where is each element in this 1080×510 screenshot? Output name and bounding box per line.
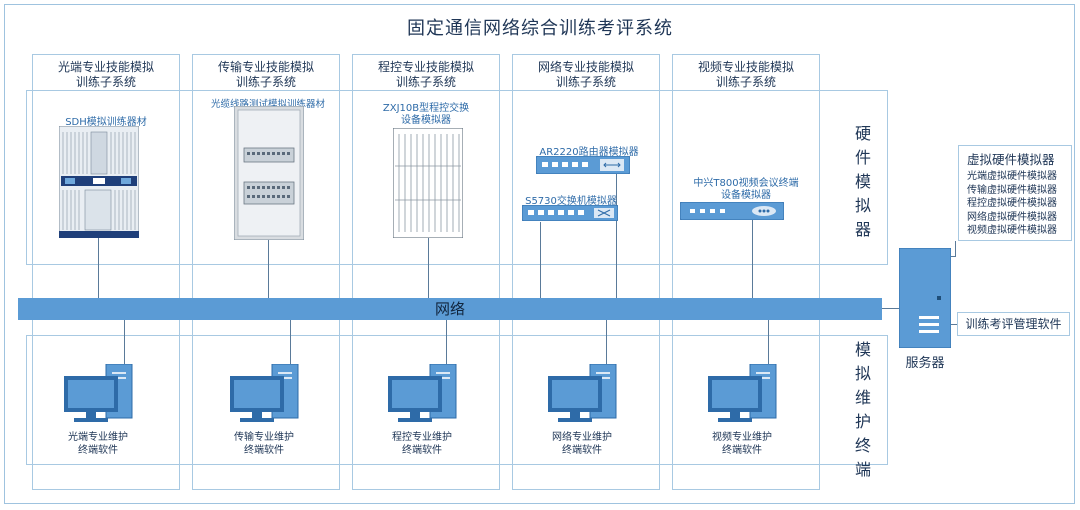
router-icon <box>536 156 630 174</box>
subsystem-column-transmission <box>192 54 340 490</box>
connector-line <box>616 170 617 298</box>
terminal-band-label: 模拟维护终端 <box>854 340 871 479</box>
connector-line <box>124 320 125 366</box>
subsystem-title-video: 视频专业技能模拟训练子系统 <box>697 60 794 89</box>
terminal-label-network: 网络专业维护终端软件 <box>552 432 612 456</box>
connector-line <box>882 308 900 309</box>
virtual-hardware-item: 传输虚拟硬件模拟器 <box>967 184 1057 196</box>
network-bus <box>18 298 882 320</box>
subsystem-title-switching: 程控专业技能模拟训练子系统 <box>377 60 474 89</box>
computer-icon <box>230 364 299 422</box>
network-label: 网络 <box>434 300 465 318</box>
connector-line <box>955 241 956 257</box>
outer-frame <box>4 4 1075 504</box>
terminal-label-optical: 光端专业维护终端软件 <box>68 432 128 456</box>
connector-line <box>98 236 99 298</box>
connector-line <box>446 320 447 366</box>
subsystem-title-optical: 光端专业技能模拟训练子系统 <box>57 60 154 89</box>
computer-icon <box>388 364 457 422</box>
server-label: 服务器 <box>905 356 945 371</box>
device-label-t800: 中兴T800视频会议终端设备模拟器 <box>693 178 799 201</box>
terminal-label-transmission: 传输专业维护终端软件 <box>234 432 294 456</box>
cable-test-rack-icon <box>234 106 304 240</box>
connector-line <box>951 256 956 257</box>
management-software-box: 训练考评管理软件 <box>957 312 1070 336</box>
hardware-band-label: 硬件模拟器 <box>854 124 871 239</box>
device-label-ar2220: AR2220路由器模拟器 <box>539 147 639 158</box>
device-label-s5730: S5730交换机模拟器 <box>525 196 617 207</box>
connector-line <box>768 320 769 366</box>
device-label-sdh: SDH模拟训练器材 <box>65 117 147 128</box>
switch-cabinet-icon <box>393 128 463 238</box>
virtual-hardware-item: 光端虚拟硬件模拟器 <box>967 171 1057 182</box>
subsystem-column-switching <box>352 54 500 490</box>
connector-line <box>268 238 269 298</box>
computer-icon <box>548 364 617 422</box>
subsystem-title-network: 网络专业技能模拟训练子系统 <box>537 60 634 89</box>
connector-line <box>752 220 753 298</box>
subsystem-column-optical <box>32 54 180 490</box>
computer-icon <box>708 364 777 422</box>
connector-line <box>290 320 291 366</box>
device-label-cable-test: 光缆线路测试模拟训练器材 <box>210 99 325 110</box>
server-icon <box>899 248 951 348</box>
subsystem-column-network <box>512 54 660 490</box>
terminal-label-switching: 程控专业维护终端软件 <box>392 432 452 456</box>
hardware-band <box>26 90 888 265</box>
sdh-rack-icon <box>59 126 139 238</box>
connector-line <box>951 324 957 325</box>
virtual-hardware-item: 网络虚拟硬件模拟器 <box>967 211 1057 223</box>
terminal-band <box>26 335 888 465</box>
video-terminal-icon <box>680 202 784 220</box>
virtual-hardware-item: 视频虚拟硬件模拟器 <box>967 225 1057 236</box>
diagram-title: 固定通信网络综合训练考评系统 <box>407 18 673 39</box>
switch-icon <box>522 205 618 221</box>
subsystem-column-video <box>672 54 820 490</box>
connector-line <box>428 236 429 298</box>
virtual-hardware-item: 程控虚拟硬件模拟器 <box>967 198 1057 209</box>
computer-icon <box>64 364 133 422</box>
terminal-label-video: 视频专业维护终端软件 <box>712 432 772 456</box>
virtual-hardware-title: 虚拟硬件模拟器 <box>967 152 1055 167</box>
device-label-zxj10b: ZXJ10B型程控交换设备模拟器 <box>382 103 470 126</box>
virtual-hardware-box: 虚拟硬件模拟器 光端虚拟硬件模拟器 传输虚拟硬件模拟器 程控虚拟硬件模拟器 网络… <box>958 145 1072 241</box>
connector-line <box>606 320 607 366</box>
connector-line <box>540 222 541 298</box>
subsystem-title-transmission: 传输专业技能模拟训练子系统 <box>217 60 314 89</box>
